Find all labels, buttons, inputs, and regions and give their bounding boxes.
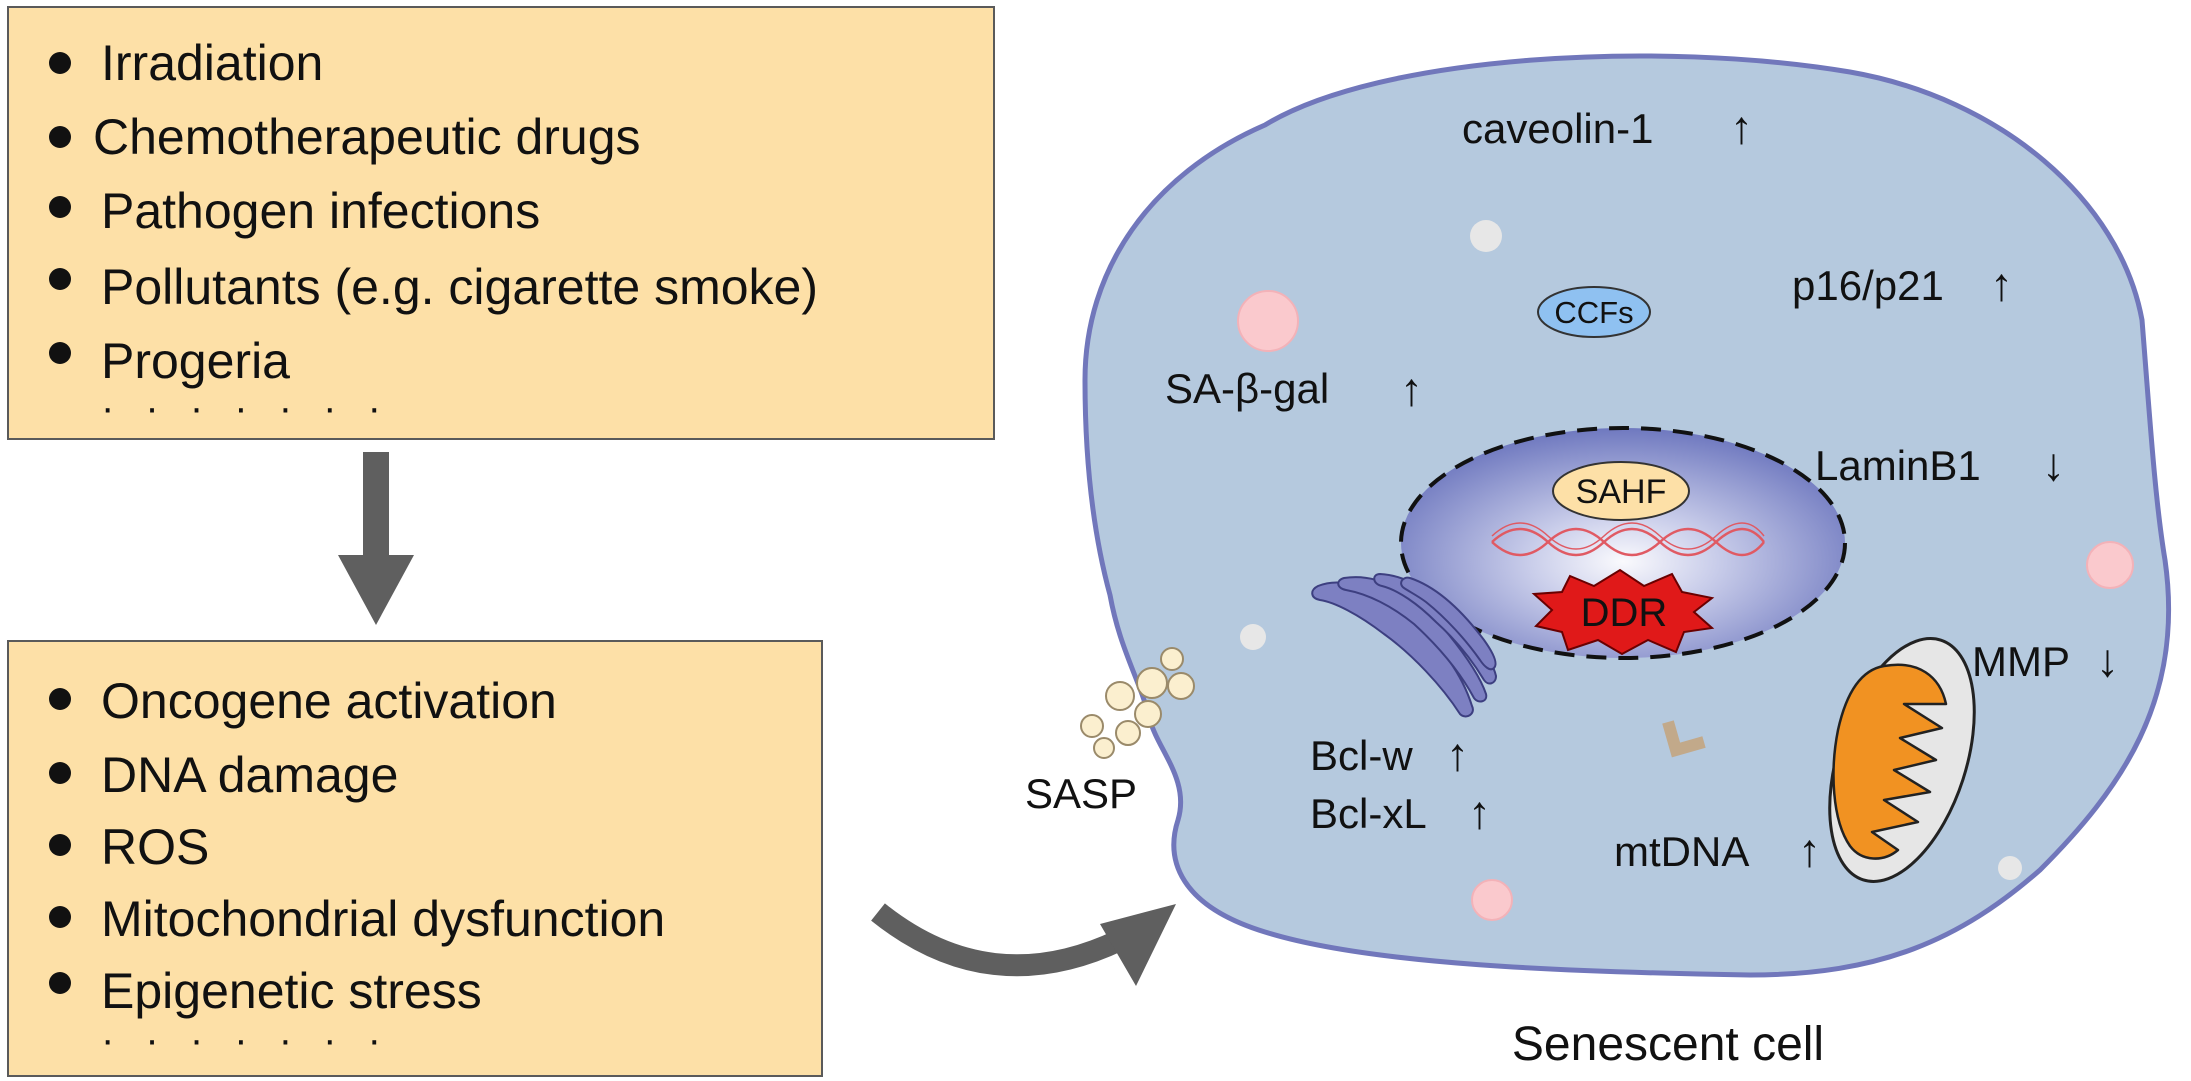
list-item-label: Pathogen infections bbox=[101, 183, 541, 239]
mitochondrion-icon bbox=[1828, 637, 1976, 883]
golgi-apparatus-icon bbox=[1311, 572, 1498, 718]
list-item-label: ROS bbox=[101, 819, 210, 875]
ellipsis: · · · · · · · bbox=[101, 1018, 391, 1062]
bullet-icon bbox=[49, 762, 71, 784]
list-item-label: Chemotherapeutic drugs bbox=[93, 109, 641, 165]
caveolin-label: caveolin-1 bbox=[1462, 105, 1653, 152]
vesicle-white bbox=[1998, 856, 2022, 880]
mtdna-up-arrow: ↑ bbox=[1798, 824, 1821, 876]
mechanisms-box: Oncogene activation DNA damage ROS Mitoc… bbox=[7, 640, 823, 1077]
vesicle-pink bbox=[1237, 290, 1299, 352]
list-item-label: Oncogene activation bbox=[101, 673, 557, 729]
bullet-icon bbox=[49, 688, 71, 710]
mmp-label: MMP bbox=[1972, 638, 2070, 685]
p16-p21-label: p16/p21 bbox=[1792, 262, 1944, 309]
bullet-icon bbox=[49, 342, 71, 364]
laminb1-down-arrow: ↓ bbox=[2042, 438, 2065, 490]
sahf-badge bbox=[1552, 461, 1690, 521]
bcl-w-label: Bcl-w bbox=[1310, 732, 1413, 779]
list-item-label: DNA damage bbox=[101, 747, 399, 803]
vesicle-white bbox=[1240, 624, 1266, 650]
ddr-starburst-icon bbox=[1531, 568, 1715, 656]
sa-beta-gal-up-arrow: ↑ bbox=[1400, 363, 1423, 415]
sasp-vesicles bbox=[1080, 647, 1195, 759]
bullet-icon bbox=[49, 972, 71, 994]
p16-up-arrow: ↑ bbox=[1990, 258, 2013, 310]
bcl-w-up-arrow: ↑ bbox=[1446, 728, 1469, 780]
list-item-label: Irradiation bbox=[101, 35, 324, 91]
bcl-xl-up-arrow: ↑ bbox=[1468, 786, 1491, 838]
laminb1-label: LaminB1 bbox=[1815, 442, 1981, 489]
sasp-label: SASP bbox=[1025, 770, 1137, 817]
bullet-icon bbox=[49, 268, 71, 290]
list-item-label: Mitochondrial dysfunction bbox=[101, 891, 666, 947]
mtdna-label: mtDNA bbox=[1614, 828, 1749, 875]
causes-box: Irradiation Chemotherapeutic drugs Patho… bbox=[7, 6, 995, 440]
list-item-label: Progeria bbox=[101, 333, 290, 389]
down-arrow-icon bbox=[338, 452, 414, 625]
dna-helix-icon bbox=[1491, 522, 1765, 557]
sahf-label: SAHF bbox=[1576, 473, 1667, 511]
vesicle-pink bbox=[2086, 541, 2134, 589]
sa-beta-gal-label: SA-β-gal bbox=[1165, 365, 1329, 412]
bullet-icon bbox=[49, 834, 71, 856]
ddr-label: DDR bbox=[1581, 591, 1668, 635]
list-item-label: Epigenetic stress bbox=[101, 963, 482, 1019]
bullet-icon bbox=[49, 126, 71, 148]
cell-title: Senescent cell bbox=[1512, 1018, 1824, 1071]
bullet-icon bbox=[49, 906, 71, 928]
vesicle-white bbox=[1470, 220, 1502, 252]
curved-arrow-icon bbox=[871, 903, 1176, 986]
bullet-icon bbox=[49, 52, 71, 74]
nucleus bbox=[1399, 426, 1847, 660]
bcl-xl-label: Bcl-xL bbox=[1310, 790, 1427, 837]
bullet-icon bbox=[49, 196, 71, 218]
ccfs-badge bbox=[1537, 286, 1651, 338]
mmp-down-arrow: ↓ bbox=[2096, 634, 2119, 686]
list-item-label: Pollutants (e.g. cigarette smoke) bbox=[101, 259, 818, 315]
vesicle-pink bbox=[1471, 879, 1513, 921]
ellipsis: · · · · · · · bbox=[101, 386, 391, 430]
organelle-fragment bbox=[1662, 720, 1706, 758]
caveolin-up-arrow: ↑ bbox=[1730, 101, 1753, 153]
ccfs-label: CCFs bbox=[1554, 295, 1633, 330]
